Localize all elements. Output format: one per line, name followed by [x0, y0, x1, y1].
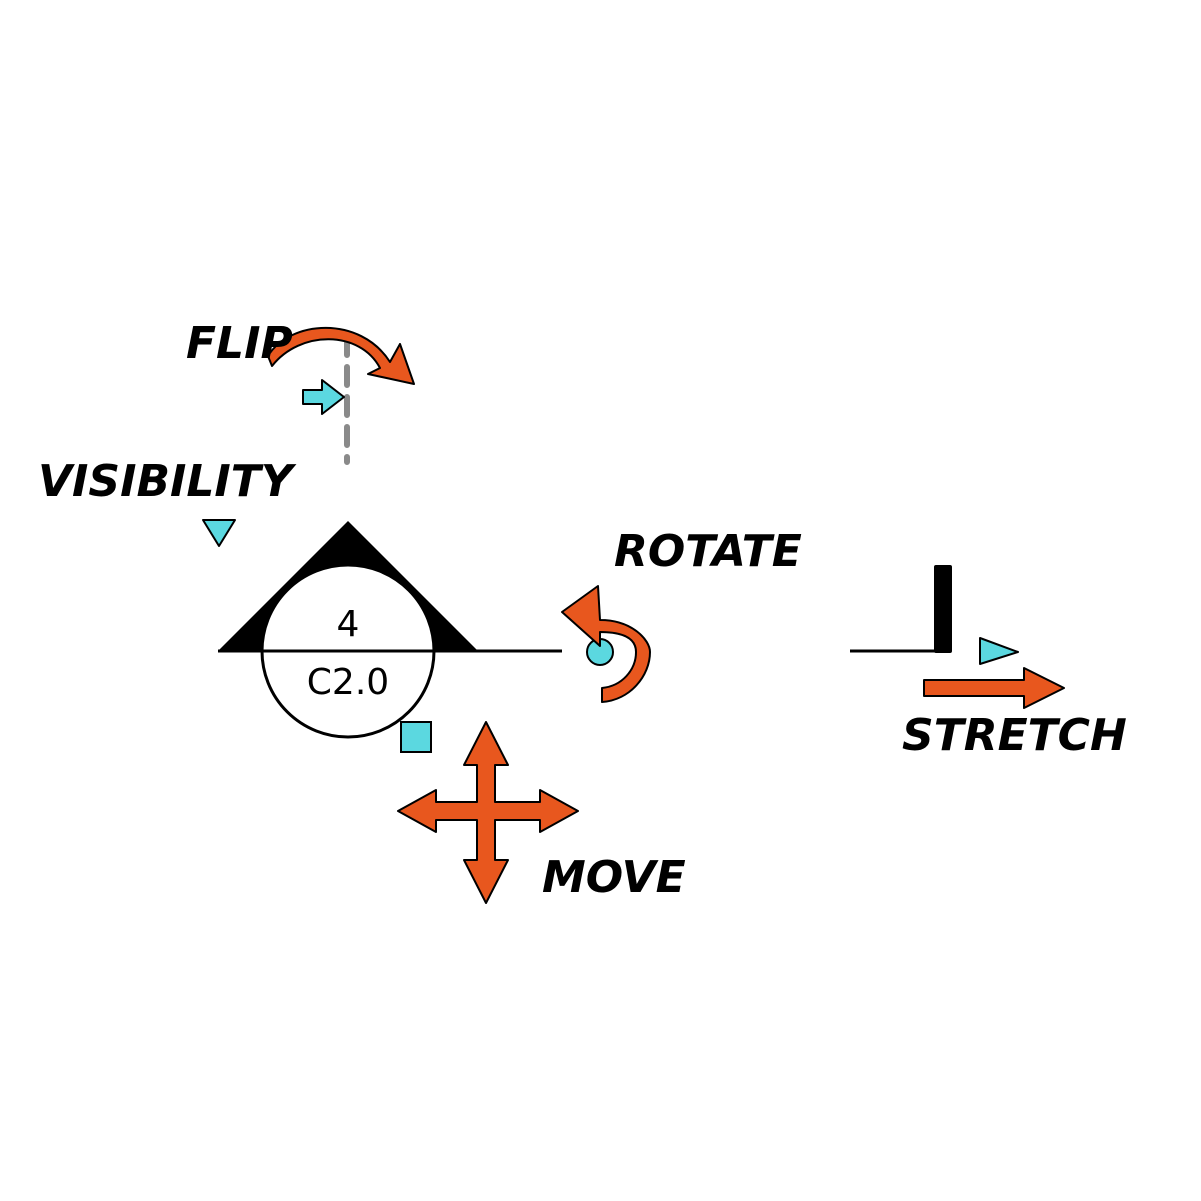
rotate-label: ROTATE	[614, 526, 802, 577]
visibility-label: VISIBILITY	[38, 456, 297, 507]
symbol-top-text: 4	[337, 604, 360, 645]
move-arrow-icon	[397, 721, 579, 904]
move-grip-icon[interactable]	[400, 721, 432, 753]
rotate-arrow-icon	[561, 585, 651, 703]
visibility-grip-icon[interactable]	[202, 519, 236, 547]
move-label: MOVE	[542, 852, 686, 903]
flip-label: FLIP	[186, 318, 293, 369]
flip-arrow-icon	[267, 327, 415, 385]
stretch-label: STRETCH	[902, 710, 1127, 761]
section-mark-symbol: 4 C2.0	[218, 521, 478, 739]
flip-grip-icon[interactable]	[302, 379, 345, 415]
stretch-grip-icon[interactable]	[979, 637, 1019, 665]
symbol-bottom-text: C2.0	[307, 662, 389, 703]
stretch-arrow-icon	[923, 667, 1065, 709]
end-tick	[934, 565, 952, 653]
